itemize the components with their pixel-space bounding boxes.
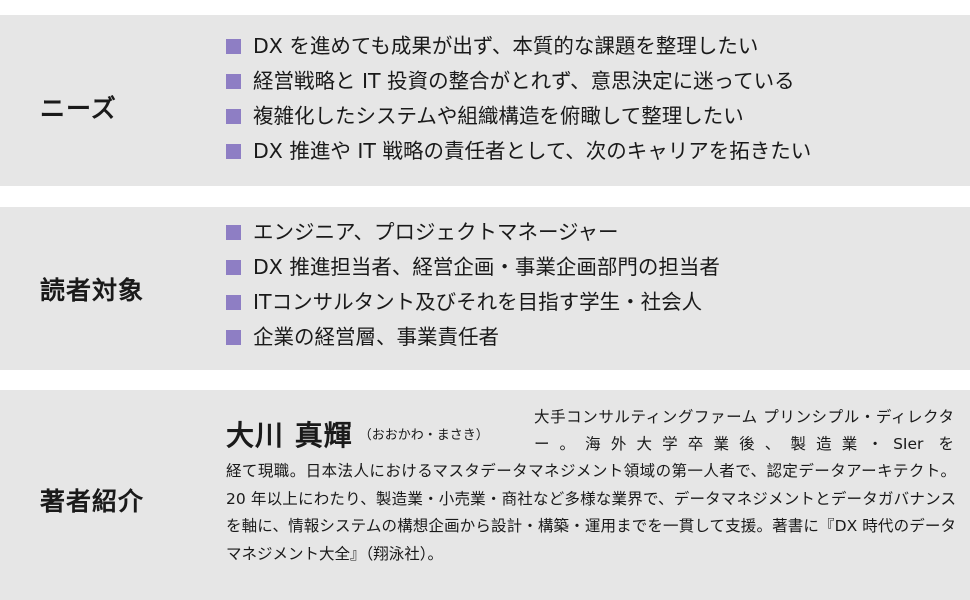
list-item: 経営戦略と IT 投資の整合がとれず、意思決定に迷っている <box>226 64 811 99</box>
list-item: DX 推進や IT 戦略の責任者として、次のキャリアを拓きたい <box>226 134 811 169</box>
square-bullet-icon <box>226 260 241 275</box>
square-bullet-icon <box>226 109 241 124</box>
square-bullet-icon <box>226 144 241 159</box>
author-bio-first: 大手コンサルティングファーム プリンシプル・ディレクター。海外大学卒業後、製造業… <box>534 408 954 453</box>
list-item: エンジニア、プロジェクトマネージャー <box>226 215 720 250</box>
author-panel: 著者紹介 大川 真輝 （おおかわ・まさき） 大手コンサルティングファーム プリンシ… <box>0 390 970 600</box>
list-item: ITコンサルタント及びそれを目指す学生・社会人 <box>226 285 720 320</box>
square-bullet-icon <box>226 39 241 54</box>
square-bullet-icon <box>226 330 241 345</box>
needs-label: ニーズ <box>40 94 117 123</box>
author-bio-rest: 経て現職。日本法人におけるマスタデータマネジメント領域の第一人者で、認定データア… <box>226 462 956 563</box>
needs-list: DX を進めても成果が出ず、本質的な課題を整理したい 経営戦略と IT 投資の整… <box>226 29 811 169</box>
readers-list: エンジニア、プロジェクトマネージャー DX 推進担当者、経営企画・事業企画部門の… <box>226 215 720 355</box>
readers-item-text: DX 推進担当者、経営企画・事業企画部門の担当者 <box>253 255 720 279</box>
readers-item-text: ITコンサルタント及びそれを目指す学生・社会人 <box>253 290 703 314</box>
author-label: 著者紹介 <box>40 487 145 516</box>
readers-item-text: 企業の経営層、事業責任者 <box>253 325 499 349</box>
needs-panel: ニーズ DX を進めても成果が出ず、本質的な課題を整理したい 経営戦略と IT … <box>0 15 970 186</box>
readers-item-text: エンジニア、プロジェクトマネージャー <box>253 220 619 244</box>
readers-label: 読者対象 <box>40 276 145 305</box>
author-heading: 大川 真輝 （おおかわ・まさき） <box>226 414 489 454</box>
needs-item-text: 複雑化したシステムや組織構造を俯瞰して整理したい <box>253 104 744 128</box>
author-name: 大川 真輝 <box>226 419 353 452</box>
needs-item-text: DX 推進や IT 戦略の責任者として、次のキャリアを拓きたい <box>253 139 812 163</box>
square-bullet-icon <box>226 295 241 310</box>
list-item: DX を進めても成果が出ず、本質的な課題を整理したい <box>226 29 811 64</box>
list-item: DX 推進担当者、経営企画・事業企画部門の担当者 <box>226 250 720 285</box>
list-item: 複雑化したシステムや組織構造を俯瞰して整理したい <box>226 99 811 134</box>
author-reading: （おおかわ・まさき） <box>358 428 489 443</box>
needs-item-text: DX を進めても成果が出ず、本質的な課題を整理したい <box>253 34 759 58</box>
needs-item-text: 経営戦略と IT 投資の整合がとれず、意思決定に迷っている <box>253 69 795 93</box>
readers-panel: 読者対象 エンジニア、プロジェクトマネージャー DX 推進担当者、経営企画・事業… <box>0 207 970 370</box>
square-bullet-icon <box>226 225 241 240</box>
square-bullet-icon <box>226 74 241 89</box>
list-item: 企業の経営層、事業責任者 <box>226 320 720 355</box>
